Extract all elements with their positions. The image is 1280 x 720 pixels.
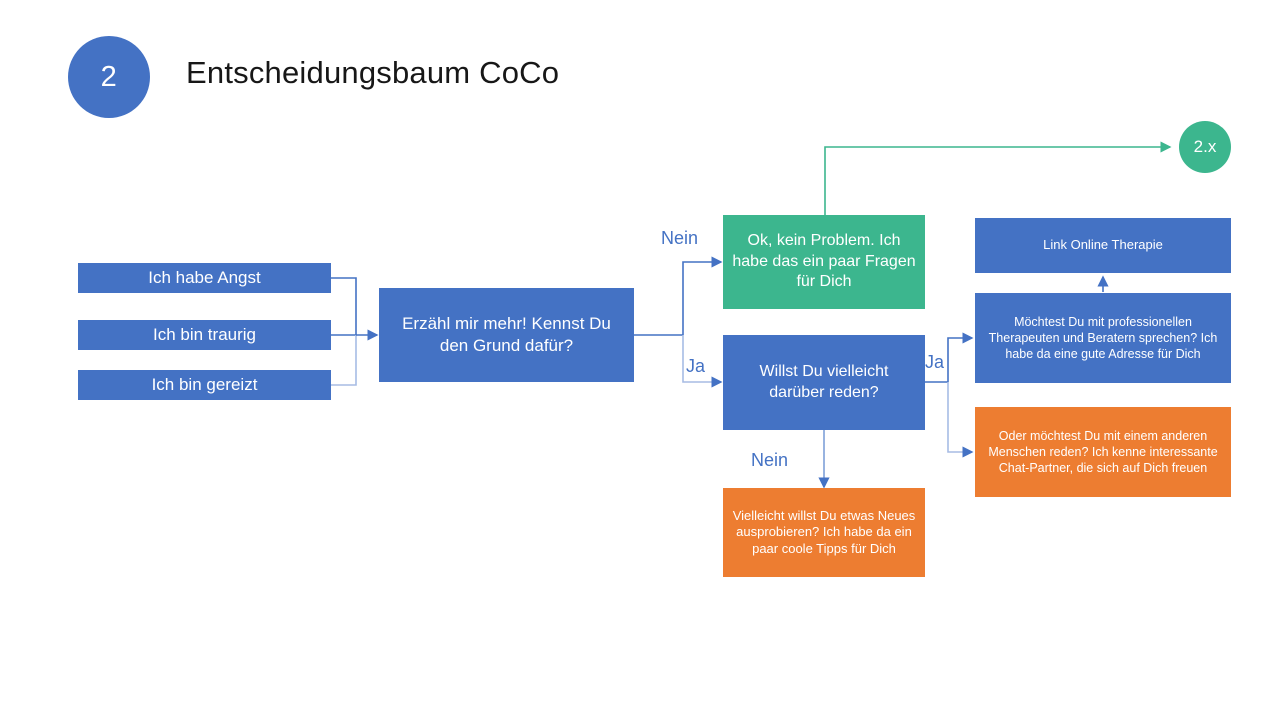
node-offer-therapist-label: Möchtest Du mit professionellen Therapeu… <box>988 315 1218 361</box>
node-question-talk[interactable]: Willst Du vielleicht darüber reden? <box>723 335 925 430</box>
node-offer-chat-partner-label: Oder möchtest Du mit einem anderen Mensc… <box>988 429 1218 475</box>
node-input-irritated-label: Ich bin gereizt <box>151 375 258 395</box>
node-input-fear-label: Ich habe Angst <box>148 268 261 288</box>
slide-number-badge: 2 <box>68 36 150 118</box>
node-offer-chat-partner[interactable]: Oder möchtest Du mit einem anderen Mensc… <box>975 407 1231 497</box>
node-link-online-therapy-label: Link Online Therapie <box>1043 237 1163 253</box>
node-target-reference-label: 2.x <box>1193 137 1217 156</box>
node-input-sad-label: Ich bin traurig <box>153 325 256 345</box>
node-question-talk-label: Willst Du vielleicht darüber reden? <box>759 363 889 401</box>
node-input-sad[interactable]: Ich bin traurig <box>78 320 331 350</box>
node-target-reference[interactable]: 2.x <box>1179 121 1231 173</box>
node-question-reason[interactable]: Erzähl mir mehr! Kennst Du den Grund daf… <box>379 288 634 382</box>
node-input-irritated[interactable]: Ich bin gereizt <box>78 370 331 400</box>
slide-number-text: 2 <box>100 60 118 93</box>
node-question-reason-label: Erzähl mir mehr! Kennst Du den Grund daf… <box>402 314 611 355</box>
edge-label-talk-no: Nein <box>751 450 789 470</box>
edge-label-reason-yes: Ja <box>686 356 706 376</box>
node-answer-no-problem[interactable]: Ok, kein Problem. Ich habe das ein paar … <box>723 215 925 309</box>
node-offer-therapist[interactable]: Möchtest Du mit professionellen Therapeu… <box>975 293 1231 383</box>
node-link-online-therapy[interactable]: Link Online Therapie <box>975 218 1231 273</box>
node-input-fear[interactable]: Ich habe Angst <box>78 263 331 293</box>
node-offer-new-tips-label: Vielleicht willst Du etwas Neues ausprob… <box>732 507 916 556</box>
page-title: Entscheidungsbaum CoCo <box>186 55 560 90</box>
node-offer-new-tips[interactable]: Vielleicht willst Du etwas Neues ausprob… <box>723 488 925 577</box>
node-answer-no-problem-label: Ok, kein Problem. Ich habe das ein paar … <box>732 232 916 291</box>
edge-label-reason-no: Nein <box>661 228 699 248</box>
edge-label-talk-yes: Ja <box>925 352 945 372</box>
